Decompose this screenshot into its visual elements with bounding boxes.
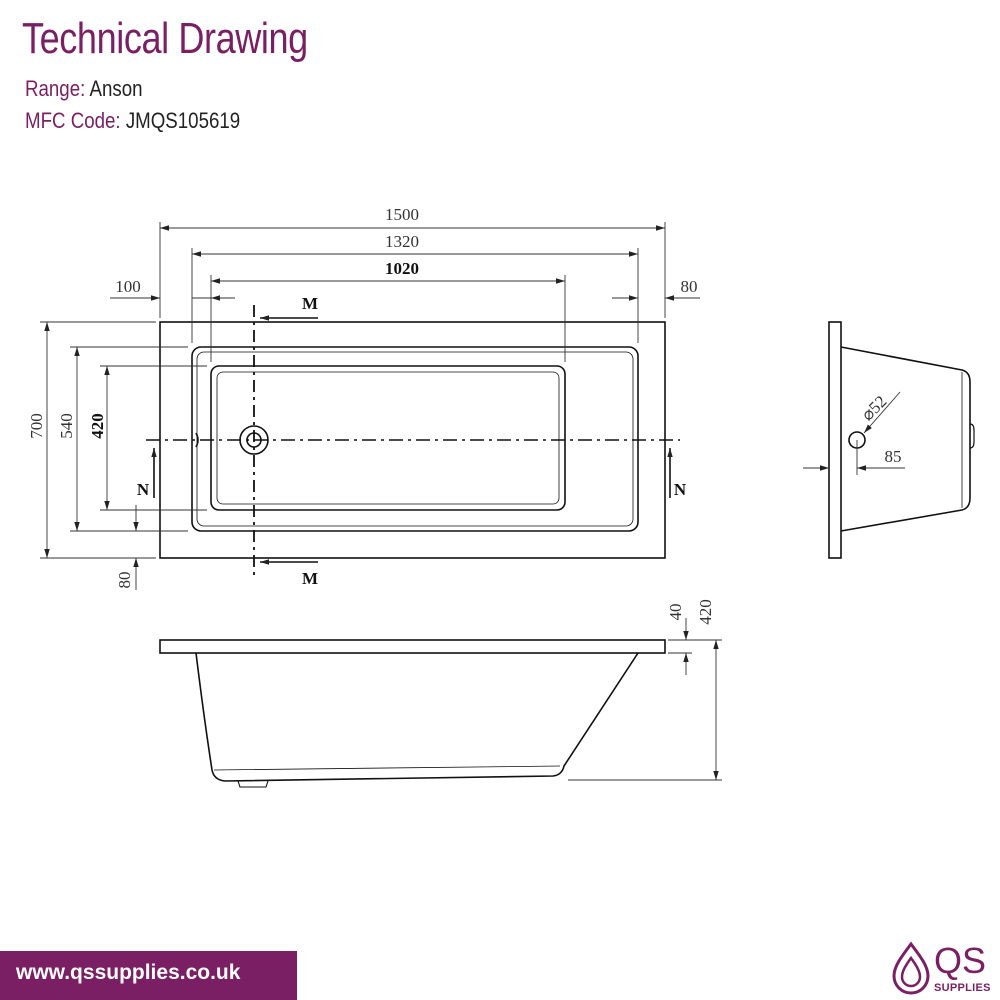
end-view-dimensions	[803, 391, 905, 475]
end-view-body	[840, 346, 971, 532]
section-label-m-top: M	[302, 294, 318, 313]
side-view-dimensions	[568, 618, 722, 781]
plan-dimensions	[40, 222, 700, 590]
range-line: Range: Anson	[25, 76, 143, 102]
plan-view	[146, 305, 680, 575]
side-view	[159, 639, 666, 788]
overflow	[195, 432, 199, 448]
dim-base-length: 1020	[385, 259, 419, 278]
droplet-icon	[892, 941, 930, 995]
dim-right-rim: 80	[681, 277, 698, 296]
end-view	[828, 321, 975, 559]
logo-tagline: SUPPLIES	[934, 982, 991, 994]
dim-left-rim: 100	[115, 277, 141, 296]
side-view-body	[195, 652, 639, 782]
dim-inner-width: 540	[57, 413, 76, 439]
section-label-n-left: N	[137, 480, 150, 499]
end-view-rim	[828, 321, 842, 559]
page-title: Technical Drawing	[22, 14, 308, 63]
logo-name: QS	[934, 940, 987, 981]
mfc-line: MFC Code: JMQS105619	[25, 108, 240, 134]
dim-base-width: 420	[88, 413, 107, 439]
dim-inner-length: 1320	[385, 232, 419, 251]
dim-overall-length: 1500	[385, 205, 419, 224]
range-value: Anson	[89, 76, 143, 101]
footer-url-bar[interactable]: www.qssupplies.co.uk	[0, 951, 297, 1000]
dim-rim-thickness: 40	[666, 604, 685, 621]
plan-inner-bowl	[191, 346, 639, 532]
section-label-m-bottom: M	[302, 569, 318, 588]
qs-supplies-logo: QS SUPPLIES	[890, 940, 996, 998]
footer-url[interactable]: www.qssupplies.co.uk	[16, 961, 241, 984]
mfc-value: JMQS105619	[125, 108, 241, 133]
range-label: Range:	[25, 76, 86, 101]
mfc-label: MFC Code:	[25, 108, 121, 133]
dim-bottom-rim: 80	[115, 572, 134, 589]
plan-inner-bowl-inner	[196, 351, 634, 527]
plan-base	[210, 365, 566, 511]
plan-base-inner	[216, 371, 560, 505]
dim-waste-diameter: ⌀52	[858, 392, 891, 425]
dim-overall-width: 700	[27, 413, 46, 439]
dim-waste-offset: 85	[885, 447, 902, 466]
section-label-n-right: N	[674, 480, 687, 499]
dim-height: 420	[696, 599, 715, 625]
side-view-rim	[159, 639, 666, 654]
